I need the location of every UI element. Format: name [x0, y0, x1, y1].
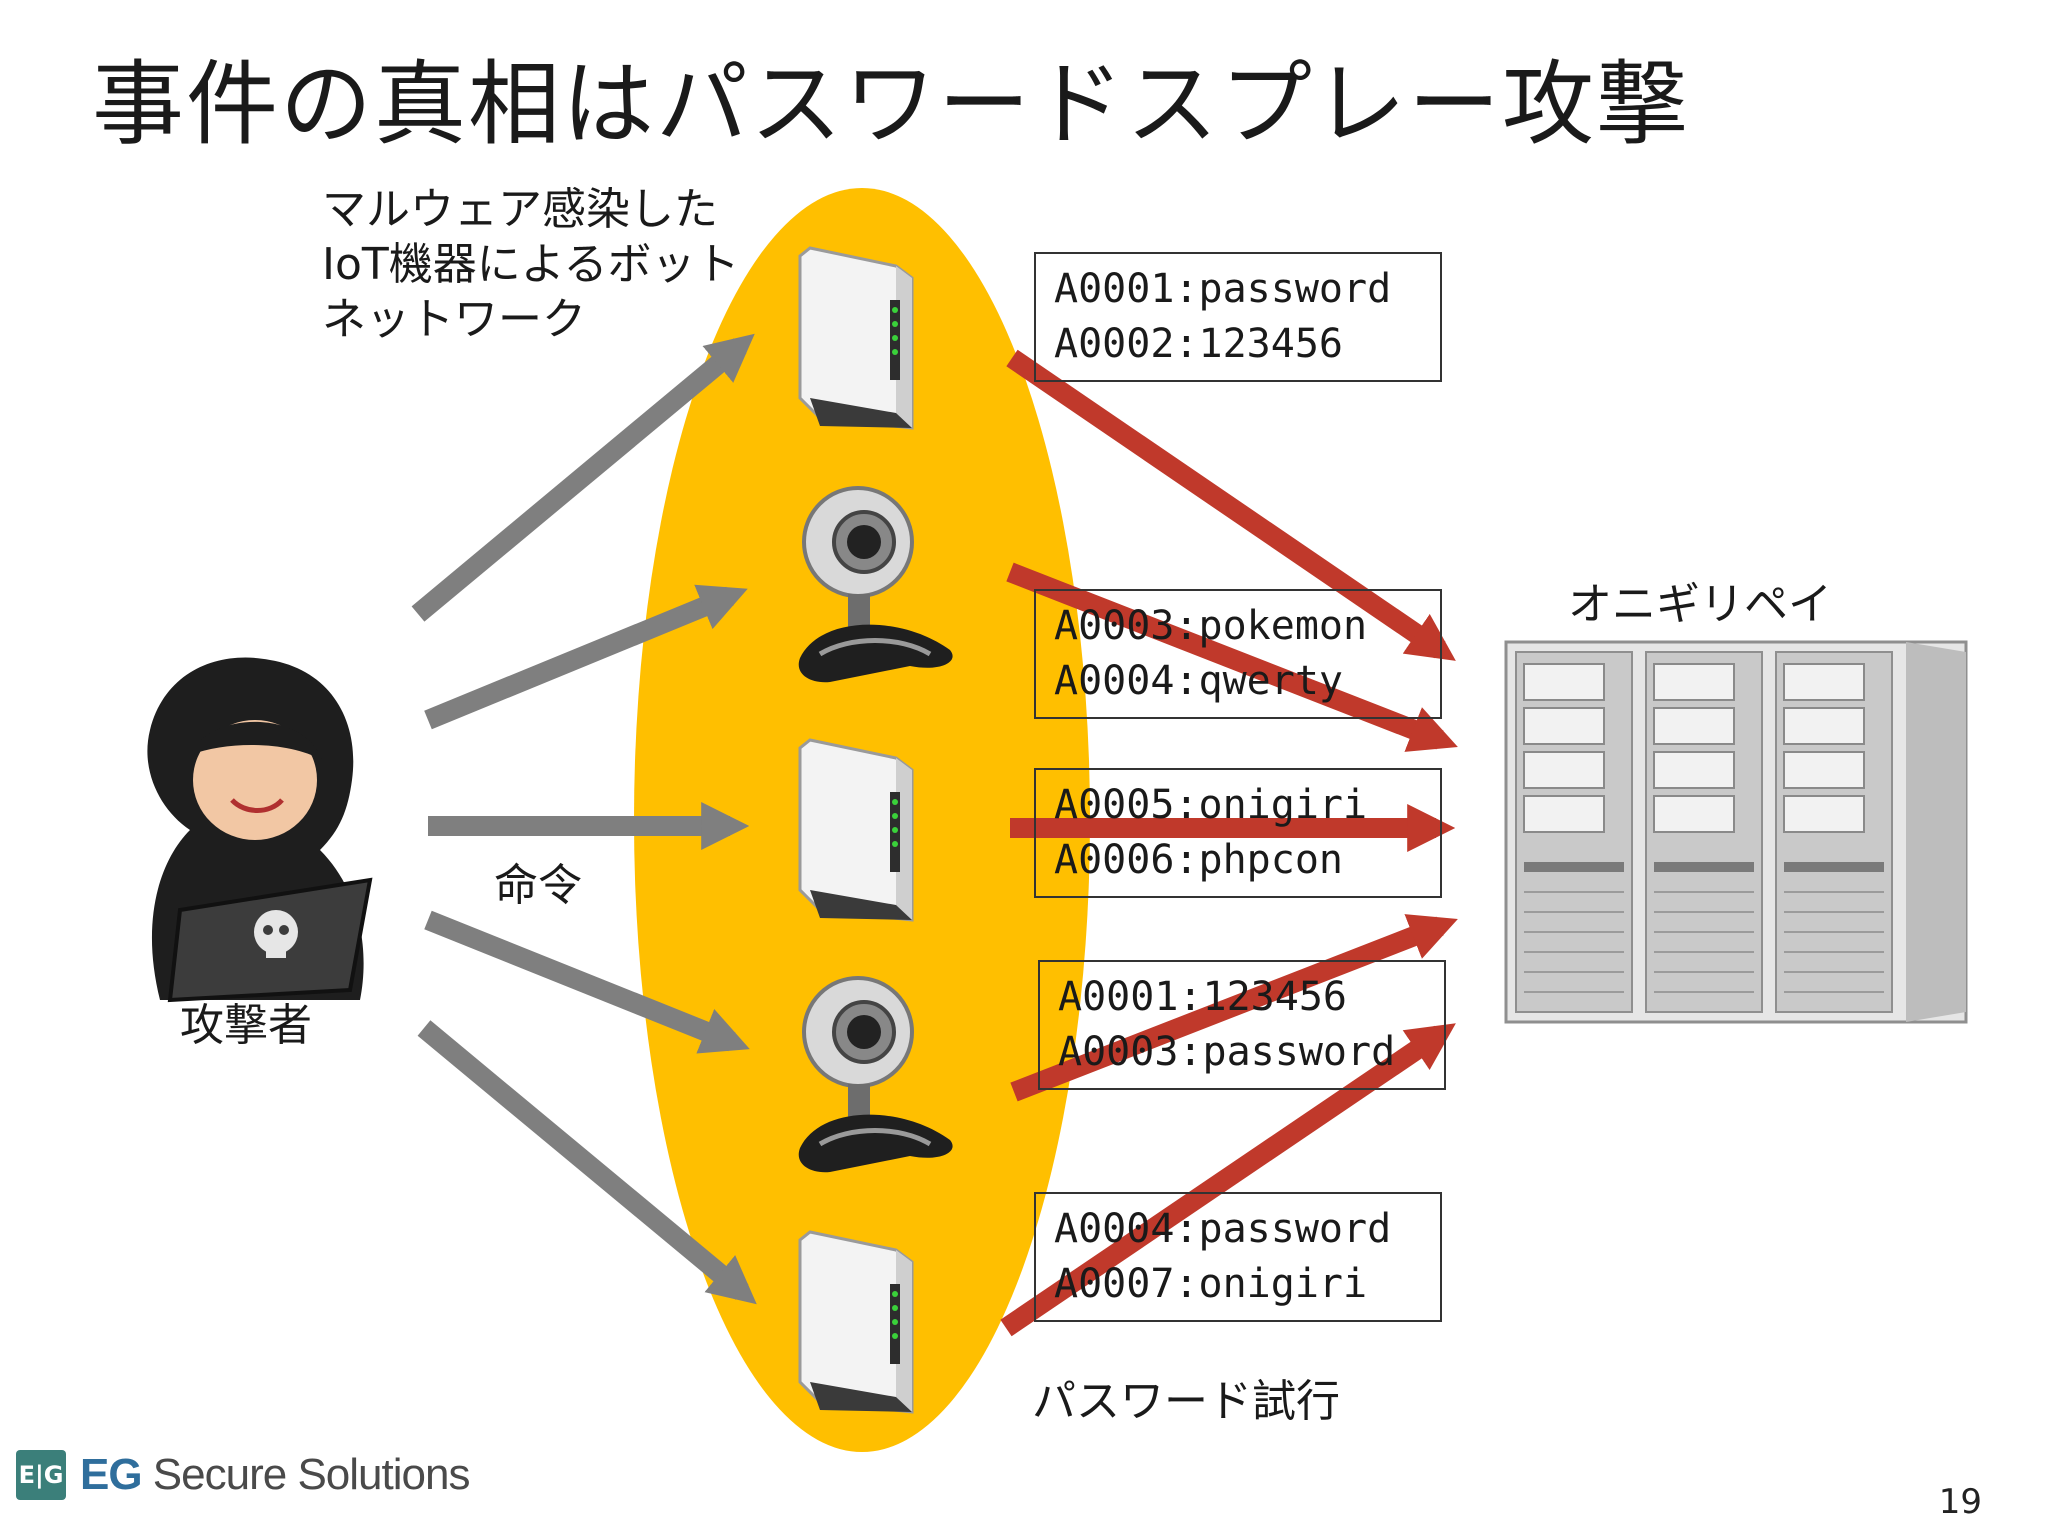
command-arrow [424, 910, 750, 1054]
credential-box: A0005:onigiri A0006:phpcon [1034, 768, 1442, 898]
command-arrow [417, 1020, 757, 1305]
credential-line: A0005:onigiri [1054, 782, 1368, 828]
botnet-caption: マルウェア感染した IoT機器によるボット ネットワーク [322, 182, 739, 347]
attacker-label: 攻撃者 [180, 1000, 312, 1051]
router-icon [798, 1230, 914, 1414]
webcam-icon [798, 976, 953, 1173]
credential-box: A0004:password A0007:onigiri [1034, 1192, 1442, 1322]
iot-devices [798, 246, 953, 1414]
attack-arrow [1006, 349, 1456, 661]
botnet-caption-line: ネットワーク [322, 294, 586, 345]
slide-title: 事件の真相はパスワードスプレー攻撃 [92, 51, 1691, 158]
command-label: 命令 [494, 860, 582, 911]
company-name: EG Secure Solutions [80, 1450, 471, 1500]
company-logo-mark: E|G [16, 1450, 66, 1500]
hooded-attacker-icon [147, 657, 373, 1003]
botnet-caption-line: IoT機器によるボット [322, 239, 740, 290]
router-icon [798, 246, 914, 430]
server-rack-icon [1504, 640, 1968, 1024]
botnet-caption-line: マルウェア感染した [322, 184, 718, 235]
attack-arrow [1000, 1023, 1456, 1337]
credential-line: A0002:123456 [1054, 321, 1343, 367]
company-logo: E|G EG Secure Solutions [16, 1450, 471, 1500]
credential-box: A0001:password A0002:123456 [1034, 252, 1442, 382]
credential-line: A0003:pokemon [1054, 603, 1368, 649]
credential-line: A0001:123456 [1058, 974, 1347, 1020]
attack-arrow [1006, 562, 1458, 752]
attack-arrow [1010, 914, 1458, 1102]
command-arrow [411, 333, 755, 622]
command-arrow [424, 584, 748, 730]
password-trial-label: パスワード試行 [1032, 1376, 1340, 1427]
router-icon [798, 738, 914, 922]
attack-arrows [1000, 349, 1458, 1337]
credential-line: A0007:onigiri [1054, 1261, 1368, 1307]
credential-line: A0006:phpcon [1054, 837, 1343, 883]
credential-line: A0004:password [1054, 1206, 1392, 1252]
credential-box: A0001:123456 A0003:password [1038, 960, 1446, 1090]
credential-line: A0001:password [1054, 266, 1392, 312]
webcam-icon [798, 486, 953, 683]
company-name-bold: EG [80, 1450, 143, 1499]
page-number: 19 [1938, 1482, 1982, 1522]
server-label: オニギリペイ [1568, 579, 1832, 630]
company-name-rest: Secure Solutions [141, 1450, 471, 1499]
credential-box: A0003:pokemon A0004:qwerty [1034, 589, 1442, 719]
credential-line: A0003:password [1058, 1029, 1396, 1075]
command-arrows [411, 333, 757, 1305]
credential-line: A0004:qwerty [1054, 658, 1343, 704]
